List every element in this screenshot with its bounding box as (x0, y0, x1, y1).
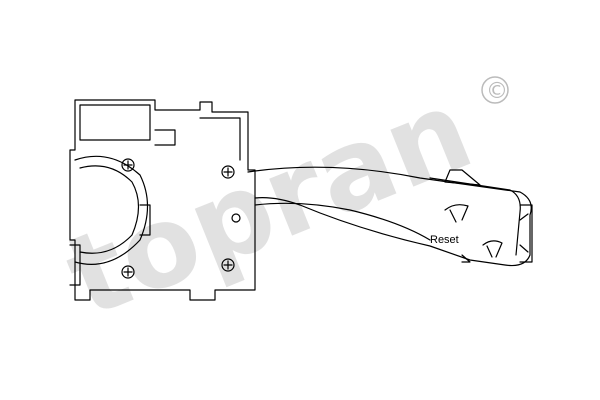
screw-icon (221, 165, 235, 179)
screw-icon (221, 258, 235, 272)
switch-base-plate (69, 99, 256, 301)
wiper-stalk (247, 166, 533, 267)
wiper-icon (444, 204, 469, 223)
screw-icons (121, 158, 241, 279)
svg-text:©: © (486, 79, 508, 104)
screw-icon (231, 213, 241, 223)
reset-label: Reset (430, 234, 459, 246)
screw-icon (121, 265, 135, 279)
copyright-symbol: © (481, 76, 509, 104)
wiper-icon (482, 240, 503, 258)
screw-icon (121, 158, 135, 172)
